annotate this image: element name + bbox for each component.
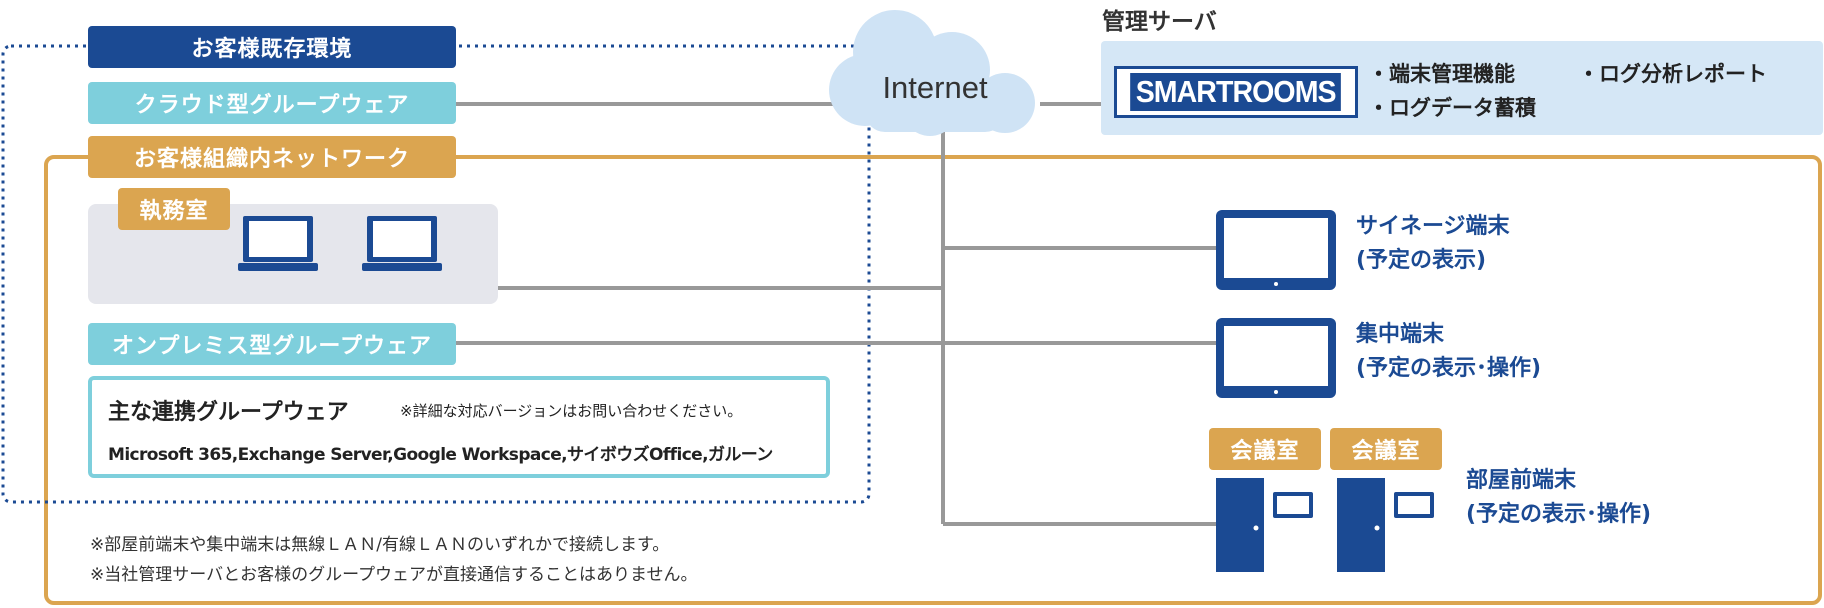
- meeting-room-label: 会議室: [1209, 428, 1321, 470]
- smartrooms-logo: SMARTROOMS: [1114, 66, 1358, 118]
- groupware-box: 主な連携グループウェア ※詳細な対応バージョンはお問い合わせください。 Micr…: [88, 376, 830, 478]
- laptop-icon: [362, 216, 442, 271]
- note-line: ※部屋前端末や集中端末は無線ＬＡＮ/有線ＬＡＮのいずれかで接続します。: [90, 535, 670, 555]
- meeting-room-label: 会議室: [1330, 428, 1442, 470]
- server-feature: ・端末管理機能: [1368, 62, 1515, 86]
- internet-label: Internet: [882, 70, 988, 105]
- central-desc: (予定の表示･操作): [1356, 356, 1542, 381]
- groupware-products: Microsoft 365,Exchange Server,Google Wor…: [108, 445, 773, 465]
- environment-label: お客様既存環境: [88, 26, 456, 68]
- server-title: 管理サーバ: [1102, 9, 1217, 35]
- signage-name: サイネージ端末: [1356, 214, 1510, 239]
- network-label: お客様組織内ネットワーク: [88, 136, 456, 178]
- central-tablet-icon: [1216, 318, 1336, 398]
- server-feature: ・ログデータ蓄積: [1368, 96, 1536, 120]
- groupware-title: 主な連携グループウェア: [108, 400, 349, 425]
- door-icon: [1337, 478, 1434, 572]
- signage-desc: (予定の表示): [1356, 248, 1487, 273]
- laptop-icon: [238, 216, 318, 271]
- groupware-note: ※詳細な対応バージョンはお問い合わせください。: [400, 402, 743, 420]
- room-front-desc: (予定の表示･操作): [1466, 502, 1652, 527]
- office-label: 執務室: [118, 188, 230, 230]
- note-line: ※当社管理サーバとお客様のグループウェアが直接通信することはありません。: [90, 565, 698, 585]
- central-name: 集中端末: [1356, 322, 1445, 347]
- signage-tablet-icon: [1216, 210, 1336, 290]
- server-feature: ・ログ分析レポート: [1578, 62, 1767, 86]
- network-frame: [44, 155, 1822, 605]
- door-icon: [1216, 478, 1313, 572]
- room-front-name: 部屋前端末: [1466, 468, 1577, 493]
- cloud-groupware-label: クラウド型グループウェア: [88, 82, 456, 124]
- cloud-shape: [829, 10, 1035, 136]
- onprem-groupware-label: オンプレミス型グループウェア: [88, 323, 456, 365]
